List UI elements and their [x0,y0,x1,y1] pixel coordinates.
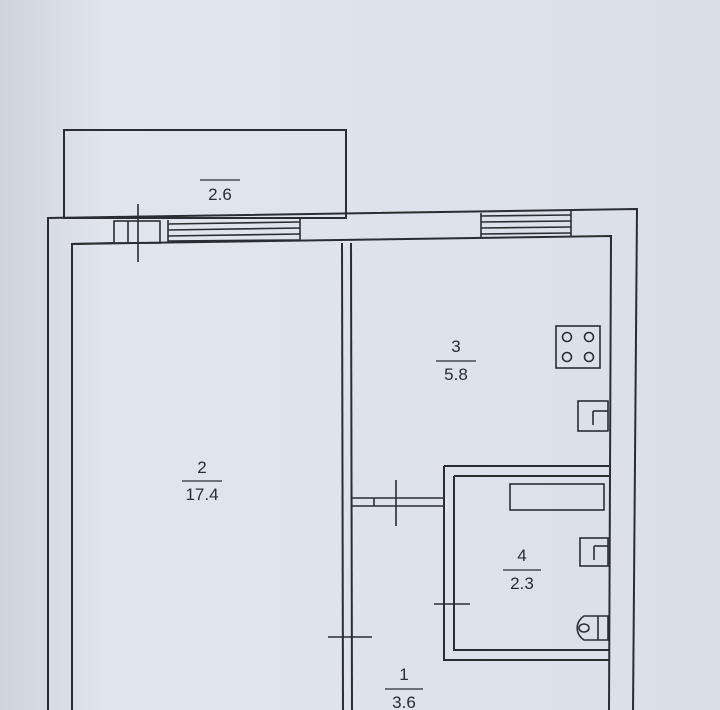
window-right [480,211,572,238]
outer-walls [47,207,639,710]
window-left [167,218,301,243]
bathtub-icon [509,483,605,511]
sink-icon [577,400,609,432]
balcony-area: 2.6 [208,185,232,204]
bathroom-area: 2.3 [510,574,534,593]
washbasin-icon [579,537,609,567]
balcony [63,129,347,219]
kitchen-area: 5.8 [444,365,468,384]
balcony-label: 2.6 [200,179,240,204]
room-area: 17.4 [185,485,218,504]
hallway-number: 1 [399,665,408,684]
hallway-label: 1 3.6 [385,665,423,710]
toilet-icon [576,615,609,641]
hallway-area: 3.6 [392,693,416,710]
kitchen-label: 3 5.8 [436,337,476,384]
bathroom-walls [434,465,609,661]
room-number: 2 [197,458,206,477]
bathroom-number: 4 [517,546,526,565]
stove-icon [555,325,601,369]
partition-wall [328,242,372,710]
room-label: 2 17.4 [182,458,222,504]
kitchen-number: 3 [451,337,460,356]
kitchen-door [352,480,444,526]
balcony-door [113,204,161,262]
bathroom-label: 4 2.3 [503,546,541,593]
